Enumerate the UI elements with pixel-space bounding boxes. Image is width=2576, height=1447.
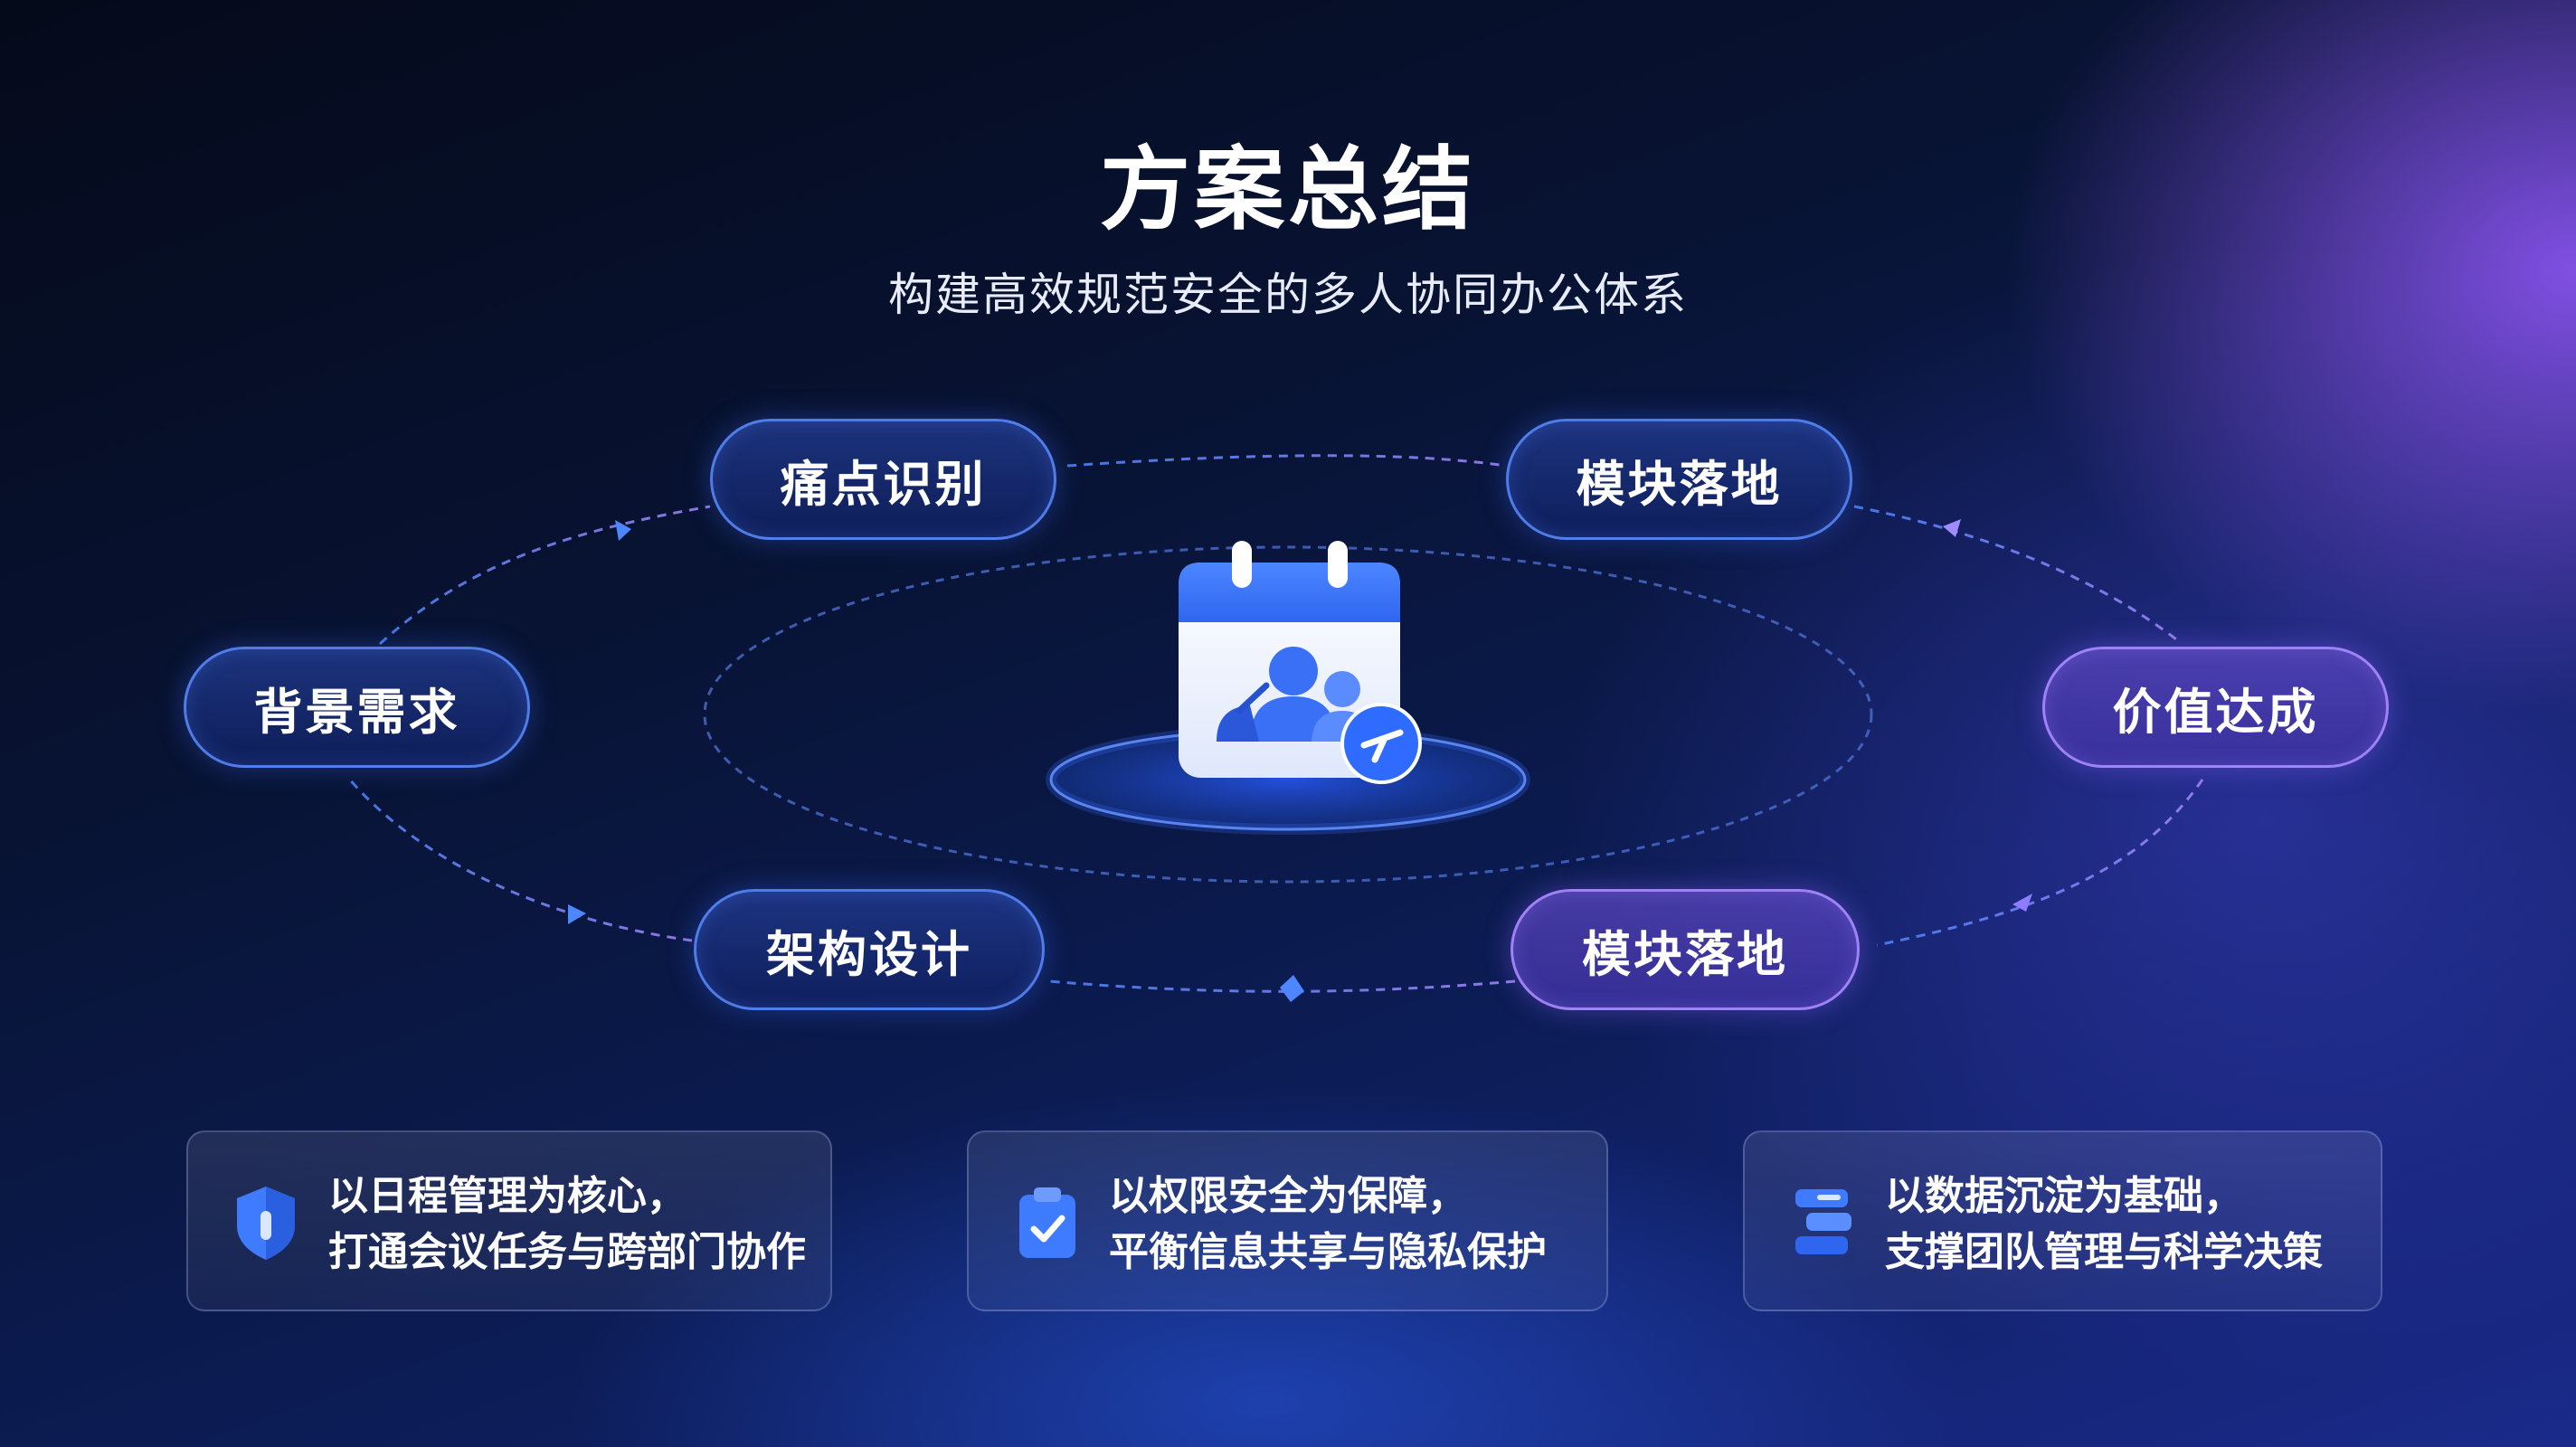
calendar-team-icon — [1179, 541, 1422, 784]
summary-card-permission: 以权限安全为保障， 平衡信息共享与隐私保护 — [967, 1130, 1608, 1311]
card-line-1: 以权限安全为保障， — [1109, 1173, 1467, 1219]
inner-orbit — [703, 545, 1873, 884]
node-background-needs[interactable]: 背景需求 — [184, 647, 530, 768]
card-text-data: 以数据沉淀为基础， 支撑团队管理与科学决策 — [1885, 1168, 2323, 1281]
card-line-2: 平衡信息共享与隐私保护 — [1109, 1229, 1547, 1275]
card-line-1: 以数据沉淀为基础， — [1885, 1173, 2243, 1219]
node-module-landing-top[interactable]: 模块落地 — [1506, 419, 1852, 540]
card-text-schedule: 以日程管理为核心， 打通会议任务与跨部门协作 — [328, 1168, 806, 1281]
card-line-1: 以日程管理为核心， — [328, 1173, 687, 1219]
card-text-permission: 以权限安全为保障， 平衡信息共享与隐私保护 — [1109, 1168, 1547, 1281]
node-module-landing-bottom[interactable]: 模块落地 — [1511, 889, 1860, 1010]
page-title: 方案总结 — [1100, 137, 1476, 242]
loop-arrows — [568, 519, 2032, 1002]
card-line-2: 支撑团队管理与科学决策 — [1885, 1229, 2323, 1275]
node-pain-identification[interactable]: 痛点识别 — [710, 419, 1056, 540]
database-icon — [1795, 1189, 1852, 1254]
shield-icon — [237, 1187, 295, 1260]
summary-card-data: 以数据沉淀为基础， 支撑团队管理与科学决策 — [1743, 1130, 2382, 1311]
node-architecture-design[interactable]: 架构设计 — [694, 889, 1045, 1010]
page-subtitle: 构建高效规范安全的多人协同办公体系 — [888, 269, 1688, 321]
node-value-achievement[interactable]: 价值达成 — [2042, 647, 2389, 768]
clipboard-check-icon — [1019, 1187, 1075, 1258]
card-line-2: 打通会议任务与跨部门协作 — [328, 1229, 806, 1275]
summary-card-schedule: 以日程管理为核心， 打通会议任务与跨部门协作 — [186, 1130, 832, 1311]
